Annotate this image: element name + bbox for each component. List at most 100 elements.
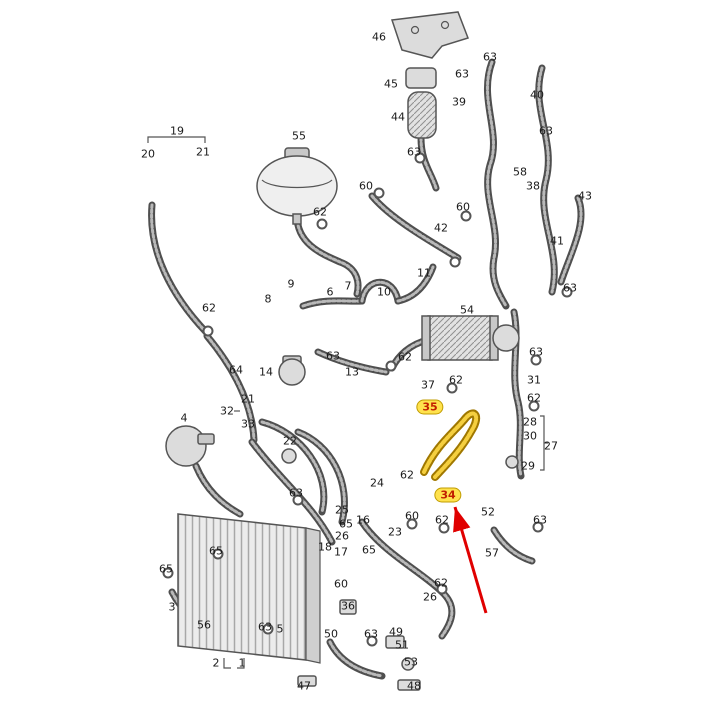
pointer-arrow: [453, 506, 488, 614]
part-callout[interactable]: 8: [264, 292, 272, 306]
part-callout[interactable]: 51: [395, 638, 409, 652]
part-callout[interactable]: 1: [238, 656, 246, 670]
part-callout[interactable]: 27: [544, 439, 558, 453]
expansion-tank-drawing: [256, 147, 338, 225]
part-callout[interactable]: 19: [170, 124, 184, 138]
water-pump-drawing: [165, 425, 215, 467]
part-callout[interactable]: 63: [455, 67, 469, 81]
part-callout[interactable]: 65: [209, 544, 223, 558]
part-callout[interactable]: 46: [372, 30, 386, 44]
part-callout-highlighted[interactable]: 34: [434, 487, 462, 503]
part-callout[interactable]: 25: [335, 503, 349, 517]
part-callout[interactable]: 62: [400, 468, 414, 482]
part-callout[interactable]: 62: [449, 373, 463, 387]
radiator-drawing: [177, 513, 321, 664]
part-callout[interactable]: 4: [180, 411, 188, 425]
part-callout[interactable]: 38: [526, 179, 540, 193]
part-callout[interactable]: 37: [421, 378, 435, 392]
part-callout[interactable]: 31: [527, 373, 541, 387]
part-callout[interactable]: 26: [335, 529, 349, 543]
part-callout[interactable]: 64: [229, 363, 243, 377]
part-callout[interactable]: 65: [362, 543, 376, 557]
part-callout[interactable]: 63: [326, 349, 340, 363]
part-callout[interactable]: 62: [202, 301, 216, 315]
group-brackets-drawing: [147, 136, 548, 669]
part-callout[interactable]: 7: [344, 279, 352, 293]
pointer-arrow-line: [453, 506, 488, 614]
part-callout[interactable]: 14: [259, 365, 273, 379]
part-callout[interactable]: 32: [220, 404, 234, 418]
part-callout[interactable]: 53: [404, 655, 418, 669]
heat-exchanger-drawing: [421, 315, 520, 361]
part-callout[interactable]: 39: [452, 95, 466, 109]
part-callout[interactable]: 52: [481, 505, 495, 519]
part-callout[interactable]: 60: [405, 509, 419, 523]
part-callout[interactable]: 21: [241, 392, 255, 406]
part-callout[interactable]: 63: [407, 145, 421, 159]
part-callout[interactable]: 63: [563, 281, 577, 295]
part-callout[interactable]: 43: [578, 189, 592, 203]
part-callout[interactable]: 45: [384, 77, 398, 91]
part-callout[interactable]: 63: [483, 50, 497, 64]
part-callout[interactable]: 56: [197, 618, 211, 632]
part-callout[interactable]: 18: [318, 540, 332, 554]
part-callout[interactable]: 30: [523, 429, 537, 443]
part-callout[interactable]: 62: [434, 576, 448, 590]
part-callout[interactable]: 54: [460, 303, 474, 317]
part-callout[interactable]: 22: [283, 434, 297, 448]
part-callout[interactable]: 13: [345, 365, 359, 379]
part-callout[interactable]: 65: [159, 562, 173, 576]
bracket-drawing: [390, 11, 469, 59]
part-callout[interactable]: 23: [388, 525, 402, 539]
part-callout[interactable]: 62: [435, 513, 449, 527]
part-callout[interactable]: 16: [356, 513, 370, 527]
part-callout[interactable]: 33: [241, 417, 255, 431]
part-callout[interactable]: 60: [359, 179, 373, 193]
part-callout[interactable]: 17: [334, 545, 348, 559]
part-callout[interactable]: 11: [417, 266, 431, 280]
part-callout[interactable]: 5: [276, 622, 284, 636]
part-callout[interactable]: 50: [324, 627, 338, 641]
part-callout[interactable]: 26: [423, 590, 437, 604]
part-callout[interactable]: 6: [326, 285, 334, 299]
part-callout[interactable]: 62: [527, 391, 541, 405]
part-callout[interactable]: 60: [456, 200, 470, 214]
part-callout[interactable]: 29: [521, 459, 535, 473]
part-callout[interactable]: 62: [398, 350, 412, 364]
small-parts-drawing: [281, 448, 519, 691]
part-callout[interactable]: 63: [539, 124, 553, 138]
part-callout[interactable]: 63: [289, 486, 303, 500]
clamps-drawing: [162, 152, 573, 647]
part-callout[interactable]: 63: [364, 627, 378, 641]
part-callout-highlighted[interactable]: 35: [416, 399, 444, 415]
part-callout[interactable]: 20: [141, 147, 155, 161]
part-callout[interactable]: 63: [258, 620, 272, 634]
thermostat-drawing: [278, 355, 306, 386]
part-callout[interactable]: 44: [391, 110, 405, 124]
part-callout[interactable]: 62: [313, 205, 327, 219]
part-callout[interactable]: 55: [292, 129, 306, 143]
part-callout[interactable]: 47: [297, 679, 311, 693]
part-callout[interactable]: 49: [389, 625, 403, 639]
part-callout[interactable]: 65: [339, 517, 353, 531]
part-callout[interactable]: 9: [287, 277, 295, 291]
part-callout[interactable]: 58: [513, 165, 527, 179]
part-callout[interactable]: 10: [377, 285, 391, 299]
part-callout[interactable]: 24: [370, 476, 384, 490]
part-callout[interactable]: 60: [334, 577, 348, 591]
part-callout[interactable]: 63: [533, 513, 547, 527]
part-callout[interactable]: 48: [407, 679, 421, 693]
part-callout[interactable]: 28: [523, 415, 537, 429]
part-callout[interactable]: 63: [529, 345, 543, 359]
part-callout[interactable]: 40: [530, 88, 544, 102]
part-callout[interactable]: 42: [434, 221, 448, 235]
part-callout[interactable]: 3: [168, 600, 176, 614]
part-callout[interactable]: 57: [485, 546, 499, 560]
part-callout[interactable]: 2: [212, 656, 220, 670]
part-callout[interactable]: 41: [550, 234, 564, 248]
part-callout[interactable]: 21: [196, 145, 210, 159]
part-callout[interactable]: 36: [341, 599, 355, 613]
